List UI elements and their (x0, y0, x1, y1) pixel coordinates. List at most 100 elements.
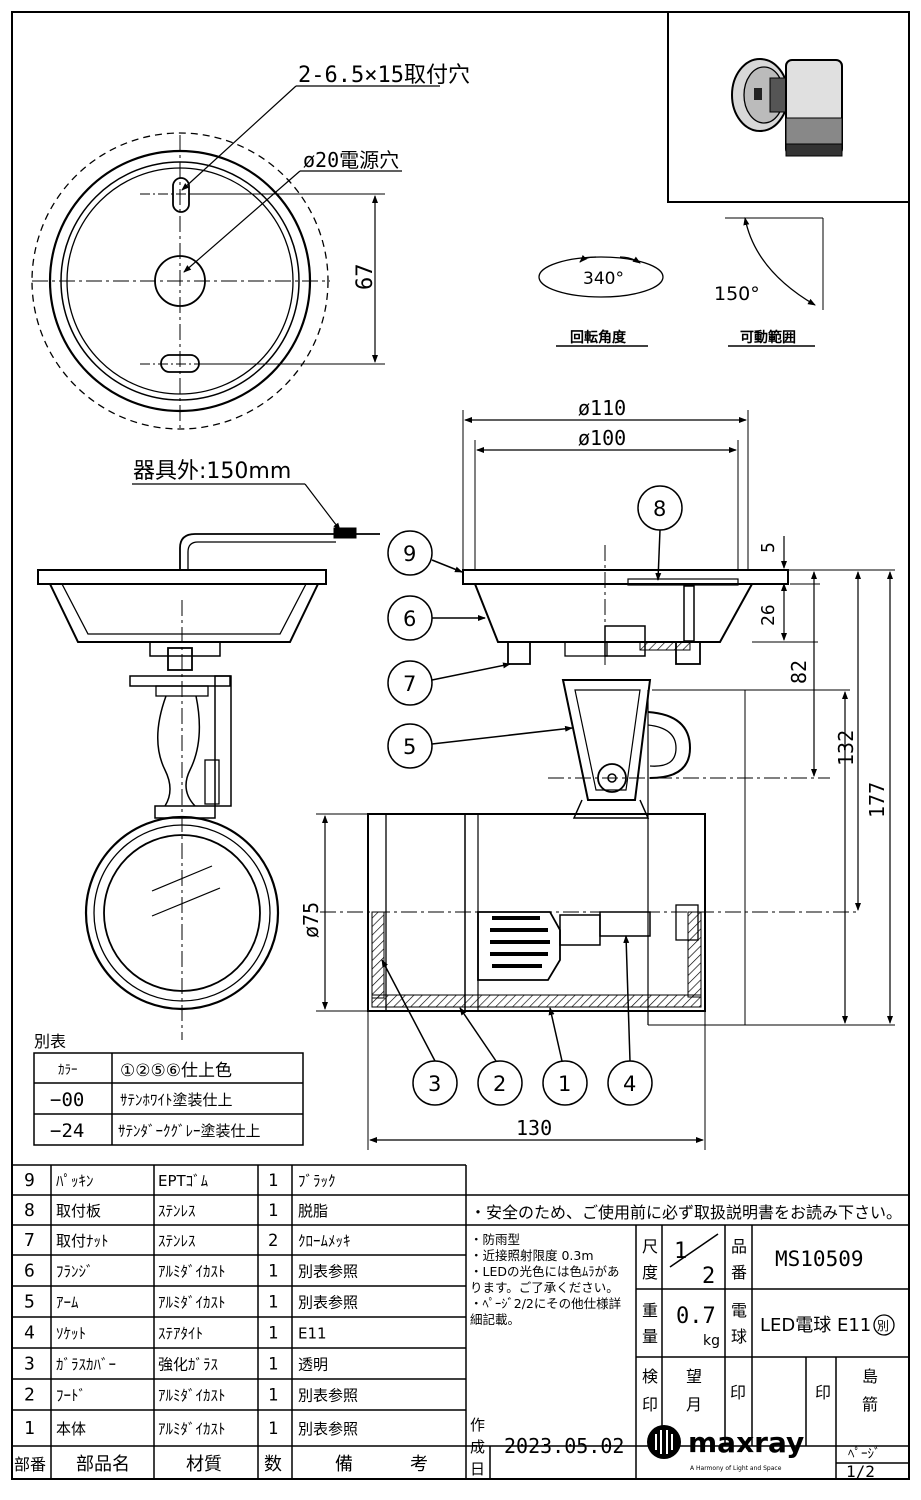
color-name-24: ｻﾃﾝﾀﾞｰｸｸﾞﾚｰ塗装仕上 (118, 1122, 261, 1140)
part-remarks: ｸﾛｰﾑﾒｯｷ (298, 1232, 351, 1250)
spec-note: 細記載。 (470, 1312, 520, 1327)
part-material: EPTｺﾞﾑ (158, 1172, 209, 1190)
balloon-2: 2 (493, 1072, 506, 1096)
part-remarks: 別表参照 (298, 1263, 358, 1281)
front-view: 器具外:150mm (37, 459, 380, 1040)
dim-26: 26 (758, 604, 779, 626)
title-block: ・安全のため、ご使用前に必ず取扱説明書をお読み下さい。 ・防雨型・近接照射限度 … (466, 1203, 909, 1481)
movable-angle: 150° (714, 283, 760, 305)
part-qty: 1 (268, 1355, 278, 1375)
bulb-type: LED電球 E11 (760, 1315, 871, 1336)
checker-name-2: 月 (686, 1395, 702, 1414)
creation-date: 2023.05.02 (504, 1434, 624, 1458)
spec-note: ・防雨型 (470, 1232, 520, 1247)
part-material: ｽﾃﾝﾚｽ (158, 1202, 196, 1220)
dimension-lines (316, 410, 895, 1150)
parts-header-remarks-1: 備 (335, 1454, 353, 1475)
part-material: ｽﾃｱﾀｲﾄ (158, 1325, 203, 1343)
page-label: ﾍﾟｰｼﾞ (848, 1447, 881, 1462)
side-section-view (320, 545, 860, 1025)
dim-67: 67 (353, 264, 378, 291)
scale-denominator: 2 (702, 1264, 715, 1289)
cable-length-label: 器具外:150mm (133, 459, 291, 484)
kenin-label-1: 検 (642, 1367, 658, 1386)
balloon-9: 9 (403, 542, 416, 566)
weight-label-2: 量 (642, 1327, 658, 1346)
color-code-24: −24 (50, 1120, 84, 1142)
seal-1: 印 (730, 1383, 746, 1402)
part-remarks: ﾌﾞﾗｯｸ (298, 1172, 336, 1190)
brand-logo-icon (647, 1425, 681, 1459)
dim-130: 130 (516, 1116, 552, 1140)
movable-label: 可動範囲 (740, 329, 796, 346)
rotation-angle: 340° (583, 269, 624, 289)
movable-diagram (725, 217, 824, 347)
part-name: 本体 (56, 1420, 86, 1438)
balloon-4: 4 (623, 1072, 636, 1096)
part-name: ﾌｰﾄﾞ (56, 1387, 86, 1405)
approver-name-2: 箭 (862, 1395, 878, 1414)
part-balloons (381, 485, 683, 1106)
part-name: ﾊﾟｯｷﾝ (56, 1172, 94, 1190)
spec-note: ります。ご了承ください。 (470, 1280, 619, 1295)
part-number: 4 (24, 1323, 35, 1344)
part-name: ｿｹｯﾄ (56, 1325, 86, 1343)
part-number: 7 (24, 1230, 35, 1251)
dim-82: 82 (787, 660, 811, 684)
safety-note: ・安全のため、ご使用前に必ず取扱説明書をお読み下さい。 (470, 1203, 902, 1222)
part-remarks: 脱脂 (298, 1202, 328, 1220)
color-name-00: ｻﾃﾝﾎﾜｲﾄ塗装仕上 (120, 1091, 233, 1109)
kenin-label-2: 印 (642, 1395, 658, 1414)
part-number: 8 (24, 1200, 35, 1221)
part-name: 取付ﾅｯﾄ (56, 1232, 109, 1250)
part-material: 強化ｶﾞﾗｽ (158, 1356, 218, 1374)
part-remarks: 別表参照 (298, 1294, 358, 1312)
part-number: 2 (24, 1385, 35, 1406)
part-qty: 1 (268, 1201, 278, 1221)
weight: 0.7 (676, 1304, 716, 1329)
hinban-label-2: 番 (731, 1263, 747, 1282)
scale-label-2: 度 (642, 1263, 658, 1282)
balloon-3: 3 (428, 1072, 441, 1096)
brand-tagline: A Harmony of Light and Space (690, 1465, 782, 1472)
seal-2: 印 (815, 1383, 831, 1402)
dim-177: 177 (865, 782, 889, 818)
top-view (31, 85, 440, 432)
part-number: 3 (24, 1354, 35, 1375)
checker-name-1: 望 (686, 1367, 702, 1386)
bulb-label-1: 電 (731, 1301, 747, 1320)
balloon-6: 6 (403, 607, 416, 631)
color-header-label: ｶﾗｰ (58, 1063, 78, 1078)
bulb-label-2: 球 (731, 1327, 747, 1346)
bulb-badge: 別 (877, 1319, 889, 1333)
dim-75: ø75 (299, 902, 323, 938)
power-hole-label: ø20電源穴 (303, 148, 399, 172)
dim-5: 5 (758, 542, 779, 553)
part-name: ｱｰﾑ (56, 1294, 79, 1312)
weight-label-1: 重 (642, 1301, 658, 1320)
part-material: ｽﾃﾝﾚｽ (158, 1232, 196, 1250)
approver-name-1: 島 (862, 1367, 878, 1386)
spec-note: ・LEDの光色には色ﾑﾗがあ (470, 1264, 620, 1279)
part-qty: 1 (268, 1324, 278, 1344)
part-qty: 1 (268, 1262, 278, 1282)
rotation-label: 回転角度 (570, 329, 627, 346)
weight-unit: kg (703, 1333, 720, 1349)
rotation-diagram (538, 254, 664, 347)
parts-header-name: 部品名 (76, 1454, 130, 1475)
balloon-numbers: 9 6 7 5 8 3 2 1 4 (403, 497, 666, 1096)
part-remarks: 別表参照 (298, 1387, 358, 1405)
part-number: 9 (24, 1170, 35, 1191)
dim-132: 132 (834, 730, 858, 766)
scale-numerator: 1 (674, 1239, 687, 1264)
dim-110: ø110 (578, 396, 626, 420)
parts-header-remarks-2: 考 (410, 1454, 428, 1475)
part-qty: 1 (268, 1386, 278, 1406)
date-label-2: 成 (470, 1438, 485, 1456)
part-remarks: 別表参照 (298, 1420, 358, 1438)
parts-header-qty: 数 (264, 1454, 282, 1475)
balloon-8: 8 (653, 497, 666, 521)
part-material: ｱﾙﾐﾀﾞｲｶｽﾄ (158, 1294, 226, 1312)
